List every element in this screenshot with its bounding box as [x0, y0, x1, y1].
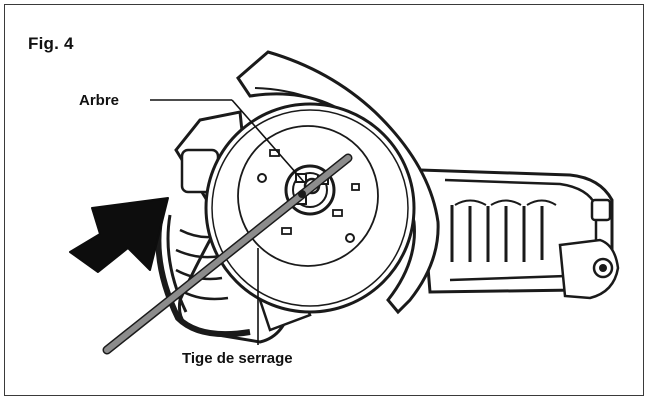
- direction-arrow-icon: [69, 197, 169, 273]
- tige-de-serrage-label: Tige de serrage: [182, 350, 293, 367]
- figure-label: Fig. 4: [28, 34, 74, 53]
- clamping-rod: [102, 153, 353, 355]
- blade-flange: [204, 102, 416, 314]
- arbre-label: Arbre: [79, 92, 120, 109]
- arbre-leader-diagonal: [231, 99, 305, 183]
- tool-handle: [418, 168, 620, 300]
